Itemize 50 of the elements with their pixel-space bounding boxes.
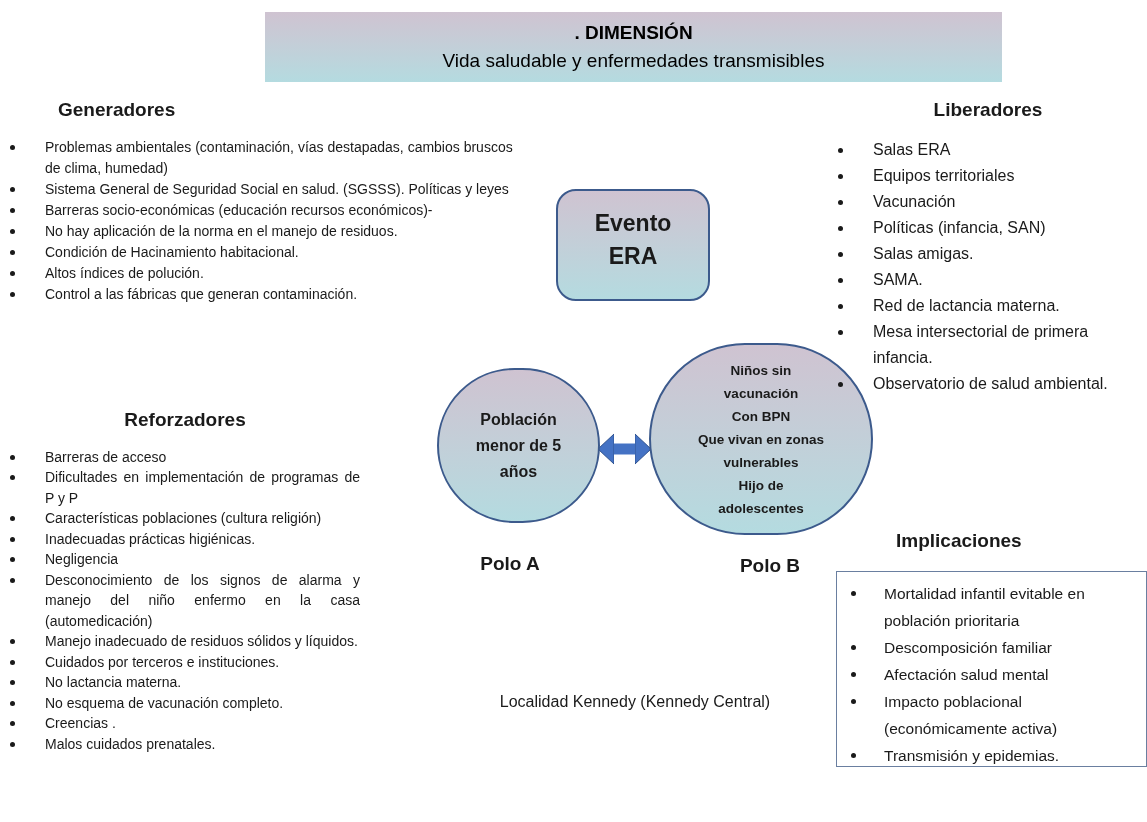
list-item: No esquema de vacunación completo. <box>45 693 285 713</box>
list-item: Condición de Hacinamiento habitacional. <box>45 242 300 262</box>
event-box <box>556 189 710 301</box>
list-item: Altos índices de polución. <box>45 263 205 283</box>
list-item: Barreras de acceso <box>45 447 168 467</box>
list-item: Red de lactancia materna. <box>873 295 1061 316</box>
list-item: Políticas (infancia, SAN) <box>873 217 1047 238</box>
circle-text: Hijo de adolescentes <box>717 476 805 518</box>
event-text: Evento ERA <box>593 209 673 271</box>
subtitle-text: Vida saludable y enfermedades transmisibles <box>442 49 825 73</box>
list-item: No hay aplicación de la norma en el manejo de residuos. <box>45 221 399 241</box>
list-item: Malos cuidados prenatales. <box>45 734 217 754</box>
section-heading: Liberadores <box>933 98 1043 122</box>
circle-text: Niños sin vacunación <box>722 361 800 403</box>
section-heading: Generadores <box>58 98 176 122</box>
list-item: Salas amigas. <box>873 243 975 264</box>
circle-text: Con BPN <box>730 407 792 426</box>
list-item: Creencias . <box>45 714 117 733</box>
section-heading: Implicaciones <box>896 529 1022 553</box>
list-item: Mesa intersectorial de primera infancia. <box>873 321 1090 368</box>
list-item: Salas ERA <box>873 139 952 160</box>
list-item: Barreras socio-económicas (educación recursos económicos)- <box>45 200 434 220</box>
list-item: Inadecuadas prácticas higiénicas. <box>45 529 257 549</box>
list-item: Desconocimiento de los signos de alarma y manejo del niño enfermo en la casa (automedicación) <box>45 570 360 631</box>
list-item: Transmisión y epidemias. <box>884 746 1060 766</box>
circle-text: Población menor de 5 años <box>474 409 563 482</box>
list-item: Mortalidad infantil evitable en población prioritaria <box>884 584 1086 631</box>
list-item: Negligencia <box>45 550 120 569</box>
title-band <box>265 12 1002 82</box>
list-item: SAMA. <box>873 269 924 290</box>
list-item: Control a las fábricas que generan contaminación. <box>45 284 359 304</box>
list-item: Vacunación <box>873 191 957 212</box>
list-item: Sistema General de Seguridad Social en salud. (SGSSS). Políticas y leyes <box>45 179 510 199</box>
list-item: Descomposición familiar <box>884 638 1052 658</box>
list-item: No lactancia materna. <box>45 673 183 692</box>
title-text: . DIMENSIÓN <box>574 20 693 45</box>
list-item: Dificultades en implementación de programas de P y P <box>45 468 360 508</box>
circle-text: Que vivan en zonas vulnerables <box>696 430 825 472</box>
section-heading: Reforzadores <box>124 408 246 432</box>
location-note: Localidad Kennedy (Kennedy Central) <box>498 692 772 712</box>
list-item: Cuidados por terceros e instituciones. <box>45 652 281 672</box>
list-item: Observatorio de salud ambiental. <box>873 373 1109 394</box>
list-item: Características poblaciones (cultura religión) <box>45 509 323 528</box>
list-item: Afectación salud mental <box>884 665 1049 685</box>
list-item: Problemas ambientales (contaminación, vías destapadas, cambios bruscos de clima, humedad) <box>45 137 514 178</box>
list-item: Impacto poblacional (económicamente activa) <box>884 692 1059 739</box>
list-item: Manejo inadecuado de residuos sólidos y líquidos. <box>45 632 359 651</box>
list-item: Equipos territoriales <box>873 165 1016 186</box>
pole-label: Polo B <box>738 554 802 578</box>
pole-label: Polo A <box>479 552 541 576</box>
